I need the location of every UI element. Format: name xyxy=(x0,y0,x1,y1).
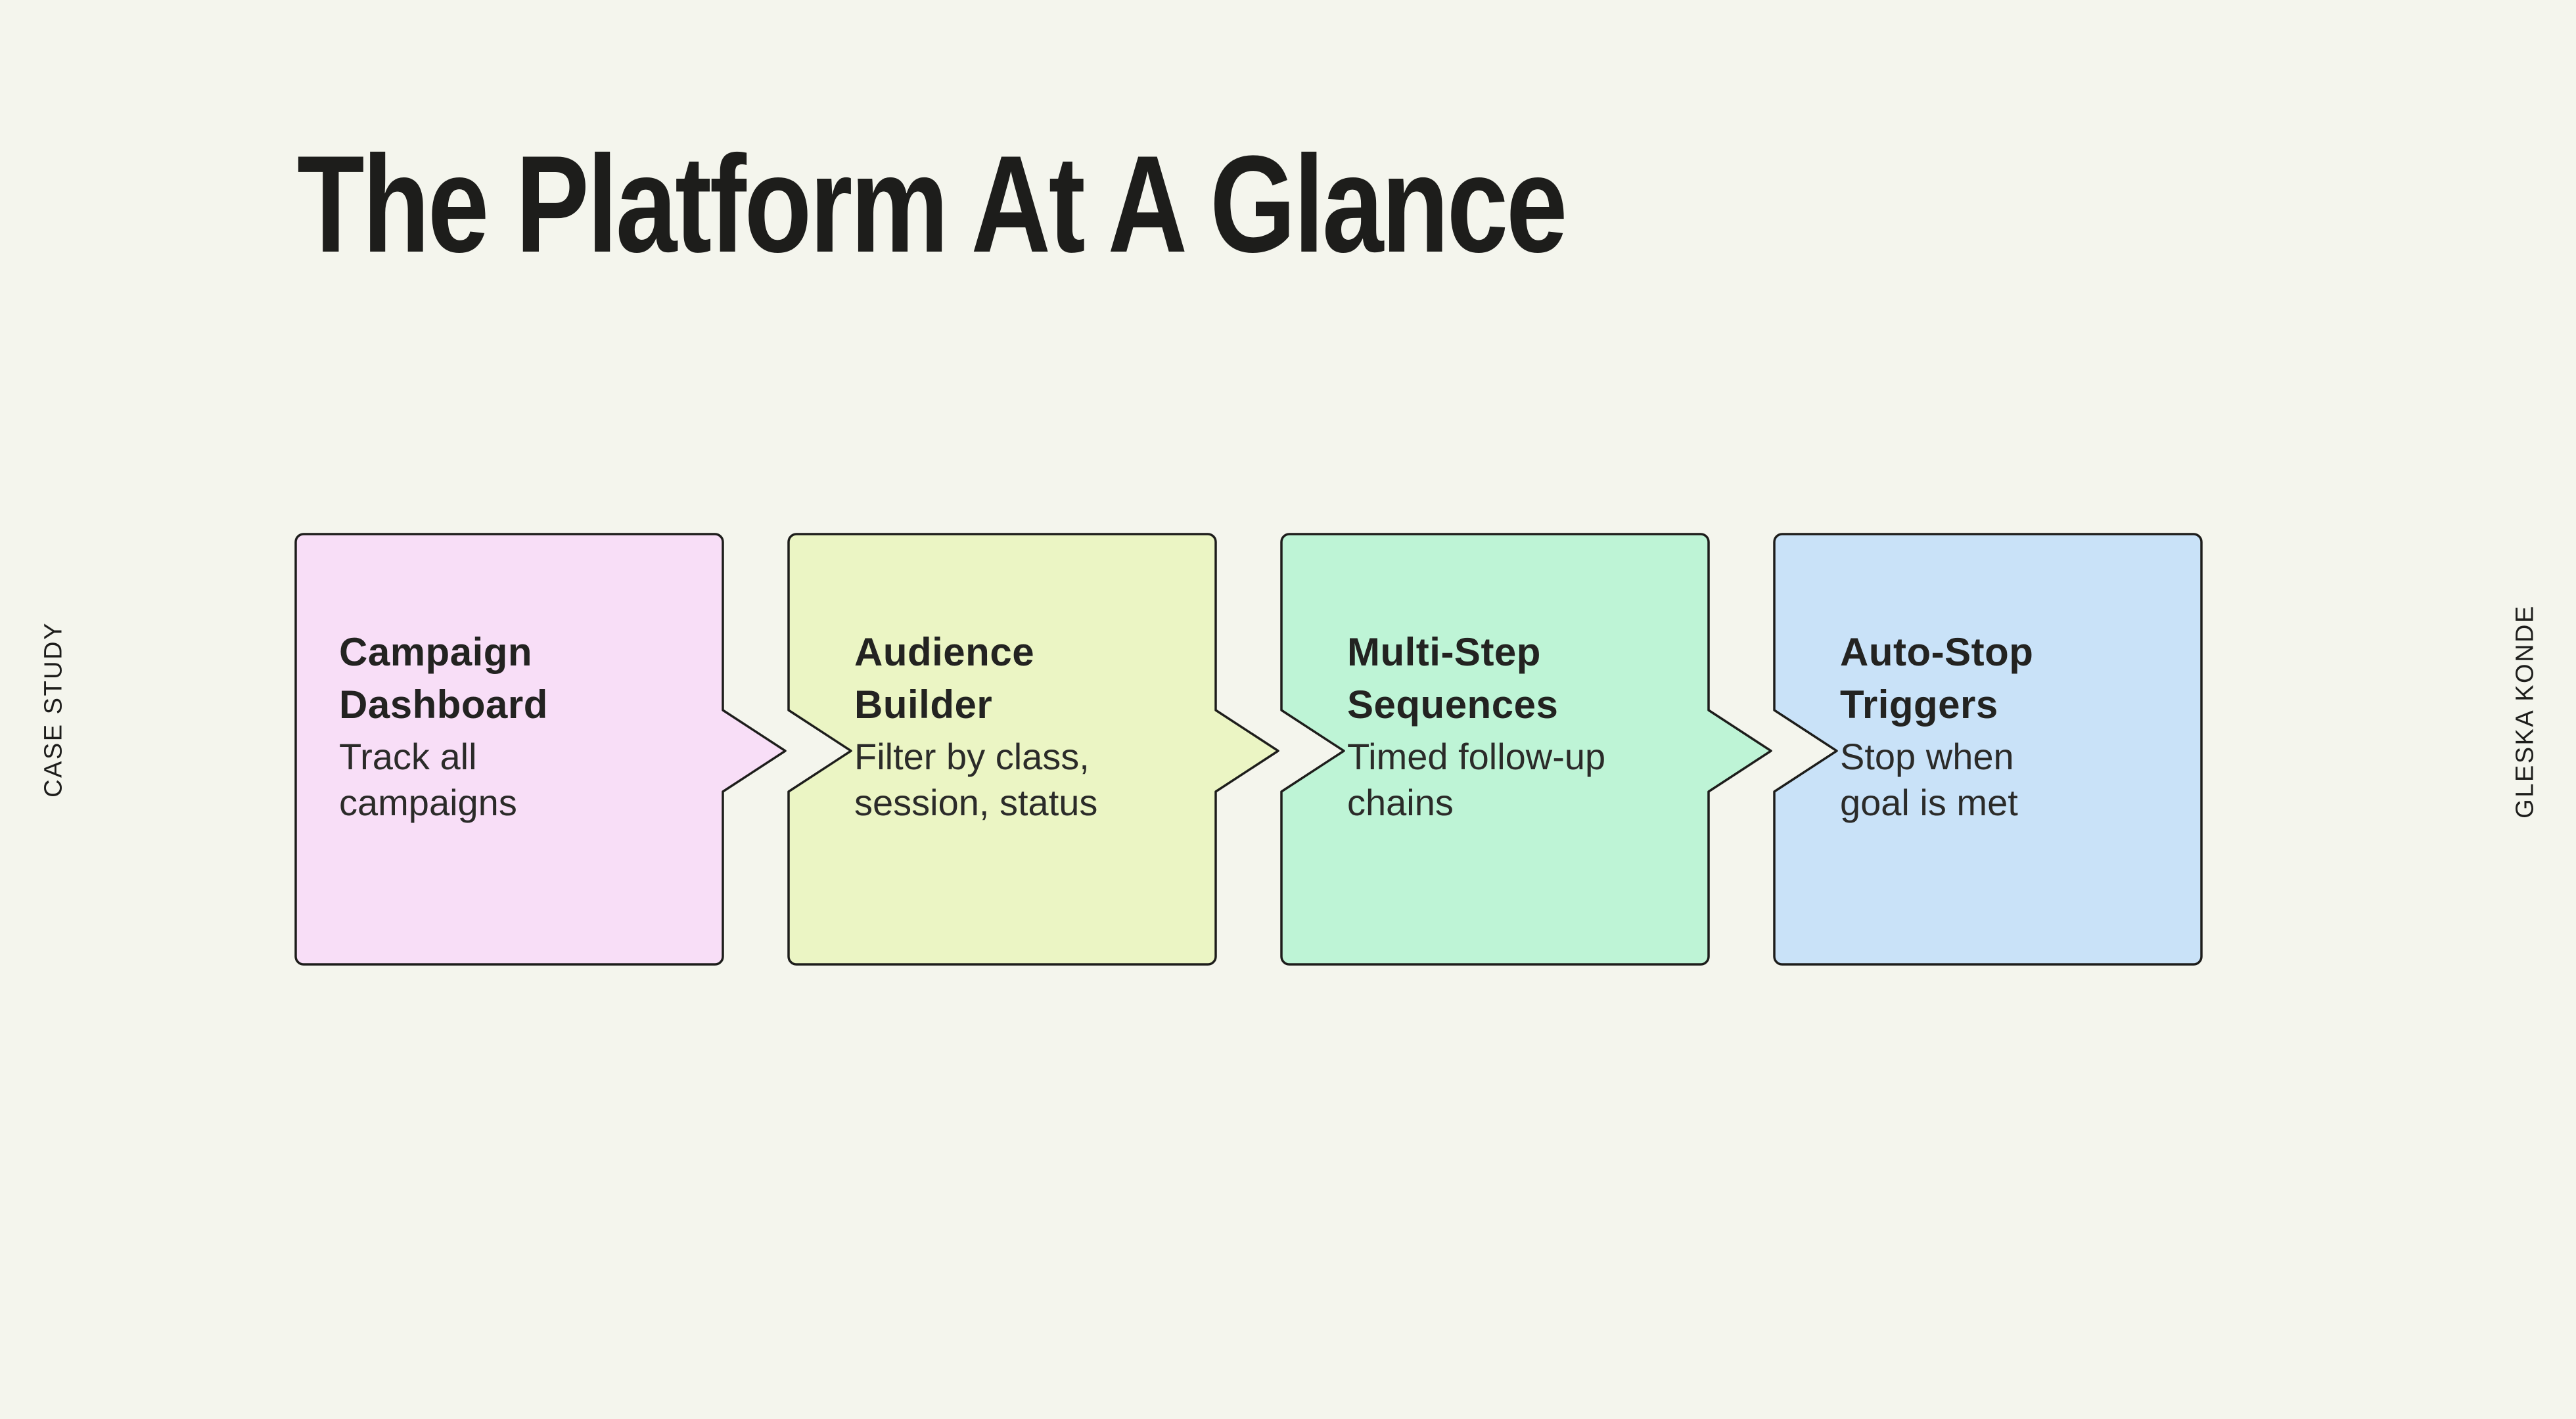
step-card-audience-builder: Audience Builder Filter by class, sessio… xyxy=(787,533,1279,966)
card-title: Audience Builder xyxy=(854,630,1035,727)
card-text-block: Campaign Dashboard Track all campaigns xyxy=(339,626,710,826)
step-card-auto-stop-triggers: Auto-Stop Triggers Stop when goal is met xyxy=(1773,533,2203,966)
left-edge-label: CASE STUDY xyxy=(39,621,68,798)
card-description: Filter by class, session, status xyxy=(854,736,1098,823)
arrow-box-shape xyxy=(1280,533,1772,966)
card-title: Multi-Step Sequences xyxy=(1347,630,1559,727)
card-title: Auto-Stop Triggers xyxy=(1840,630,2034,727)
arrow-box-shape xyxy=(787,533,1279,966)
card-text-block: Auto-Stop Triggers Stop when goal is met xyxy=(1840,626,2188,826)
arrow-box-shape xyxy=(294,533,787,966)
right-edge-label: GLESKA KONDE xyxy=(2511,604,2539,819)
card-text-block: Audience Builder Filter by class, sessio… xyxy=(854,626,1203,826)
card-text-block: Multi-Step Sequences Timed follow-up cha… xyxy=(1347,626,1695,826)
arrow-box-shape xyxy=(1773,533,2203,966)
card-description: Stop when goal is met xyxy=(1840,736,2018,823)
card-title: Campaign Dashboard xyxy=(339,630,548,727)
card-description: Track all campaigns xyxy=(339,736,517,823)
step-card-campaign-dashboard: Campaign Dashboard Track all campaigns xyxy=(294,533,787,966)
card-description: Timed follow-up chains xyxy=(1347,736,1606,823)
step-card-multi-step-sequences: Multi-Step Sequences Timed follow-up cha… xyxy=(1280,533,1772,966)
page-title: The Platform At A Glance xyxy=(297,127,1567,281)
